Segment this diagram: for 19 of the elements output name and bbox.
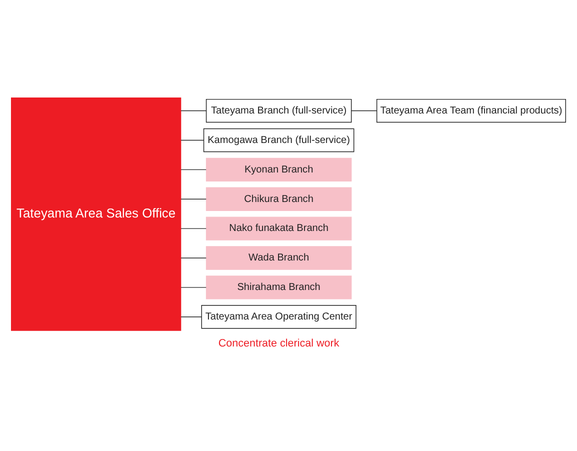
node-box: Kamogawa Branch (full-service) <box>203 128 354 152</box>
node-box: Kyonan Branch <box>206 158 352 182</box>
connector <box>180 169 206 170</box>
node-box: Nako funakata Branch <box>206 216 352 240</box>
node-box: Shirahama Branch <box>206 276 352 300</box>
connector <box>180 287 206 288</box>
node-label: Concentrate clerical work <box>218 338 340 350</box>
connector <box>180 228 206 229</box>
connector <box>180 198 206 200</box>
node-box: Tateyama Branch (full-service) <box>206 98 352 123</box>
node-box: Tateyama Area Team (financial products) <box>376 98 566 123</box>
connector <box>180 140 204 141</box>
node-box: Wada Branch <box>206 246 352 270</box>
node-box: Tateyama Area Sales Office <box>10 98 182 331</box>
connector <box>180 110 206 112</box>
connector <box>351 110 377 112</box>
node-box: Chikura Branch <box>206 187 352 211</box>
node-box: Tateyama Area Operating Center <box>201 305 356 329</box>
connector <box>180 316 202 318</box>
